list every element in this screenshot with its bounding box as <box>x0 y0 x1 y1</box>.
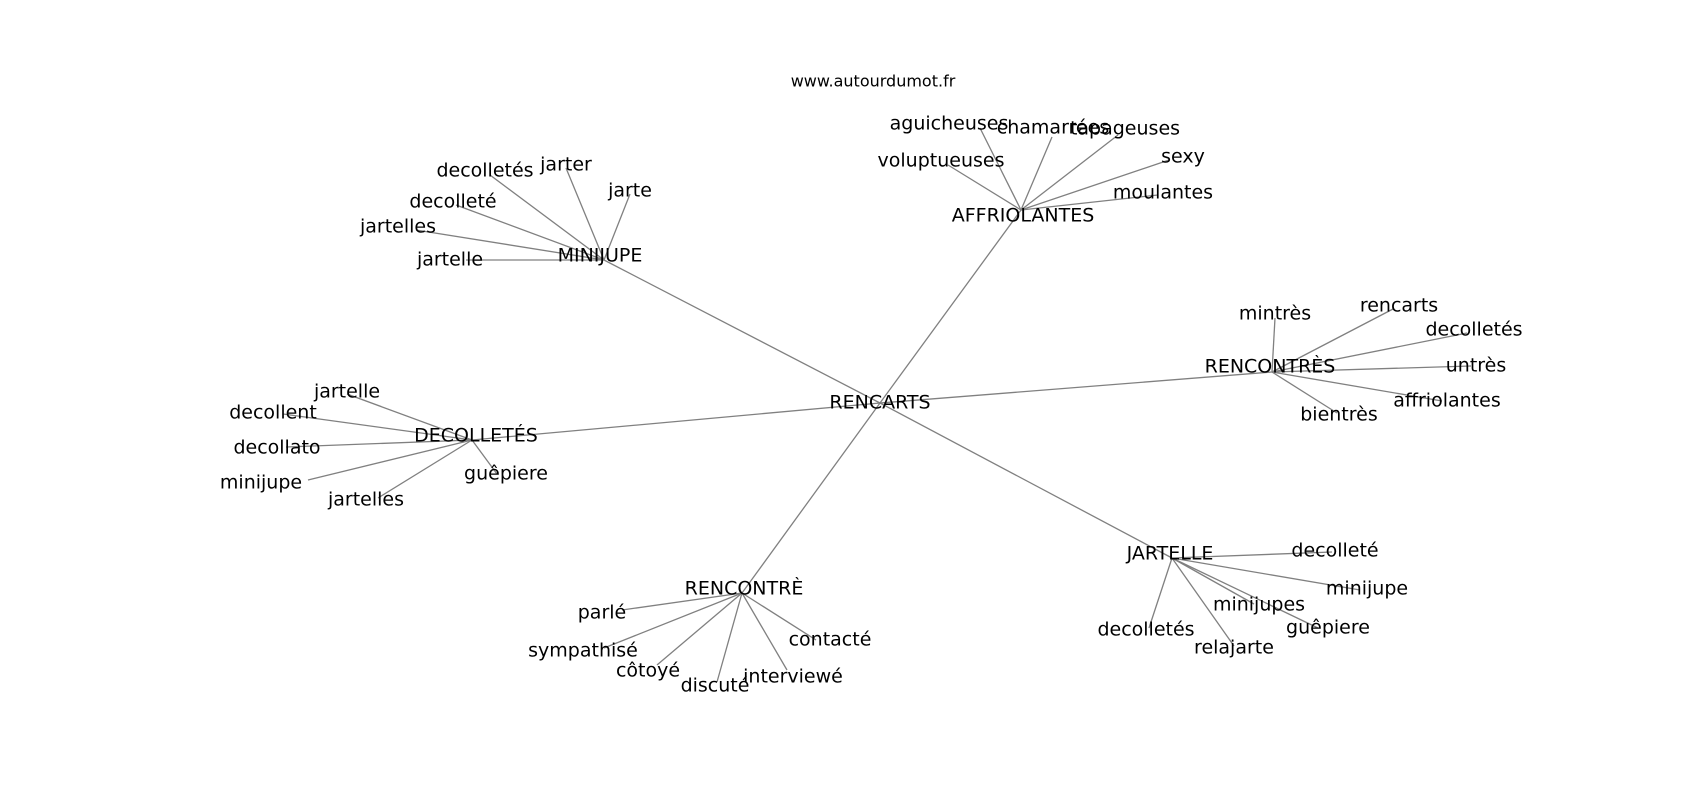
leaf-word[interactable]: guêpiere <box>464 463 548 485</box>
leaf-word[interactable]: decollent <box>229 402 317 424</box>
leaf-word[interactable]: bientrès <box>1300 404 1378 426</box>
edge-center-hub <box>879 402 1173 559</box>
edge-hub-leaf <box>603 592 743 649</box>
leaf-word[interactable]: interviewé <box>743 666 843 688</box>
leaf-word[interactable]: rencarts <box>1360 295 1438 317</box>
edge-hub-leaf <box>1171 557 1235 647</box>
leaf-word[interactable]: jarte <box>607 180 652 202</box>
hub-word[interactable]: RENCONTRÈ <box>685 577 804 600</box>
edge-hub-leaf <box>471 439 498 475</box>
leaf-word[interactable]: contacté <box>789 629 872 651</box>
edge-hub-leaf <box>1020 159 1170 211</box>
edge-hub-leaf <box>1271 371 1443 402</box>
edge-hub-leaf <box>1271 317 1276 373</box>
edge-hub-leaf <box>1020 134 1119 211</box>
leaf-word[interactable]: chamarrées <box>997 117 1109 139</box>
leaf-word[interactable]: decolletés <box>436 160 533 182</box>
leaf-word[interactable]: affriolantes <box>1393 390 1500 412</box>
leaf-word[interactable]: côtoyé <box>616 660 680 682</box>
leaf-word[interactable]: guêpiere <box>1286 617 1370 639</box>
leaf-word[interactable]: sexy <box>1161 146 1205 168</box>
leaf-word[interactable]: jartelle <box>416 249 483 271</box>
edge-center-hub <box>879 209 1022 404</box>
edge-hub-leaf <box>377 439 473 499</box>
edge-hub-leaf <box>307 439 473 481</box>
edge-hub-leaf <box>565 167 605 261</box>
edge-center-hub <box>603 259 881 404</box>
edge-hub-leaf <box>455 204 605 261</box>
leaf-word[interactable]: sympathisé <box>528 640 638 662</box>
edge-hub-leaf <box>415 229 605 261</box>
edge-center-hub <box>879 371 1273 404</box>
leaf-word[interactable]: mintrès <box>1239 303 1311 325</box>
edge-hub-leaf <box>741 592 817 641</box>
edge-center-hub <box>471 402 881 441</box>
edge-hub-leaf <box>656 592 743 666</box>
leaf-word[interactable]: minijupes <box>1213 594 1305 616</box>
edge-hub-leaf <box>603 193 631 261</box>
edge-hub-leaf <box>1171 557 1319 629</box>
edge-hub-leaf <box>1171 551 1333 559</box>
leaf-word[interactable]: untrès <box>1446 355 1507 377</box>
edge-hub-leaf <box>1020 194 1159 211</box>
leaf-word[interactable]: parlé <box>578 602 626 624</box>
labels-layer: www.autourdumot.fr RENCARTS decolletés ja… <box>220 72 1523 697</box>
edge-hub-leaf <box>1171 557 1361 591</box>
hub-word[interactable]: DECOLLETÉS <box>414 424 538 447</box>
leaf-word[interactable]: moulantes <box>1113 182 1213 204</box>
edge-hub-leaf <box>979 127 1022 211</box>
hub-word[interactable]: MINIJUPE <box>558 245 643 267</box>
leaf-word[interactable]: decolleté <box>409 191 496 213</box>
edge-hub-leaf <box>741 592 788 671</box>
leaf-word[interactable]: jartelles <box>359 216 436 238</box>
leaf-word[interactable]: jartelles <box>327 489 404 511</box>
leaf-word[interactable]: minijupe <box>1326 578 1408 600</box>
edge-hub-leaf <box>1271 371 1338 414</box>
edge-hub-leaf <box>1148 557 1173 629</box>
edge-center-hub <box>741 402 881 594</box>
leaf-word[interactable]: decolletés <box>1425 319 1522 341</box>
site-credit: www.autourdumot.fr <box>791 72 956 91</box>
hub-word[interactable]: AFFRIOLANTES <box>952 205 1095 227</box>
edge-hub-leaf <box>285 439 473 448</box>
edge-hub-leaf <box>1271 308 1394 373</box>
leaf-word[interactable]: voluptueuses <box>878 150 1005 172</box>
edge-hub-leaf <box>489 174 605 261</box>
leaf-word[interactable]: tapageuses <box>1070 118 1180 140</box>
leaf-word[interactable]: decolleté <box>1291 540 1378 562</box>
edge-hub-leaf <box>621 592 743 611</box>
edge-hub-leaf <box>346 393 473 441</box>
leaf-word[interactable]: discuté <box>681 675 750 697</box>
leaf-word[interactable]: decolletés <box>1097 619 1194 641</box>
center-word[interactable]: RENCARTS <box>829 392 930 414</box>
edge-hub-leaf <box>1020 136 1053 211</box>
edge-hub-leaf <box>716 592 743 683</box>
leaf-word[interactable]: jarter <box>539 154 592 176</box>
leaf-word[interactable]: relajarte <box>1194 637 1274 659</box>
edge-hub-leaf <box>1271 365 1472 373</box>
leaf-word[interactable]: aguicheuses <box>890 113 1009 135</box>
edge-hub-leaf <box>1271 332 1468 373</box>
edges-layer <box>282 127 1472 683</box>
edge-hub-leaf <box>282 413 473 441</box>
leaf-word[interactable]: jartelle <box>313 381 380 403</box>
leaf-word[interactable]: decollato <box>233 437 320 459</box>
edge-hub-leaf <box>1171 557 1255 605</box>
hub-word[interactable]: JARTELLE <box>1126 543 1214 565</box>
edge-hub-leaf <box>947 164 1022 211</box>
leaf-word[interactable]: minijupe <box>220 472 302 494</box>
hub-word[interactable]: RENCONTRÈS <box>1205 355 1336 378</box>
